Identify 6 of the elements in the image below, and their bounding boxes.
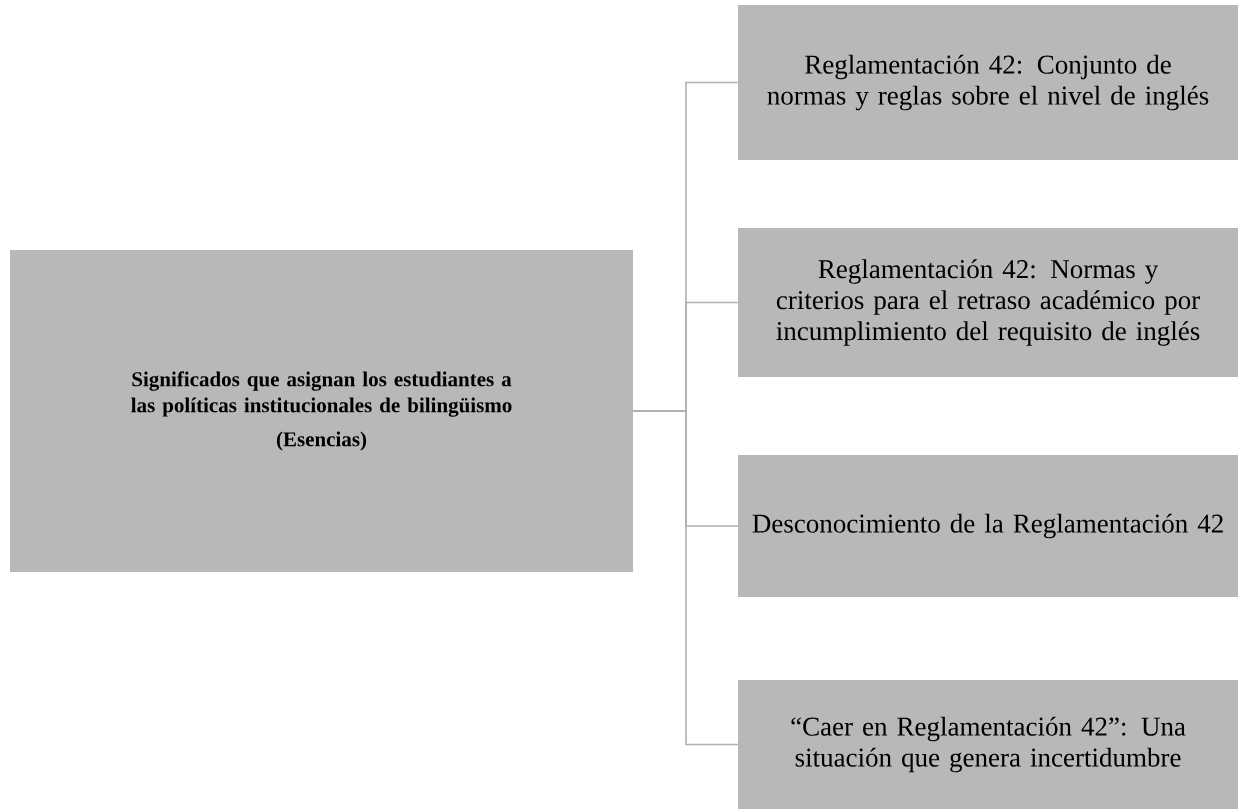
topic-box: Significados que asignan los estudiantes a las políticas institucionales de bilingüismo (Esencias) <box>10 250 633 572</box>
category-box: Desconocimiento de la Reglamentación 42 <box>738 455 1238 597</box>
category-box: Reglamentación 42: Conjunto de normas y reglas sobre el nivel de inglés <box>738 5 1238 160</box>
category-box: Reglamentación 42: Normas y criterios para el retraso académico por incumplimiento del requisito de inglés <box>738 228 1238 377</box>
connector-line <box>632 410 739 746</box>
category-box: “Caer en Reglamentación 42”: Una situación que genera incertidumbre <box>738 680 1238 809</box>
